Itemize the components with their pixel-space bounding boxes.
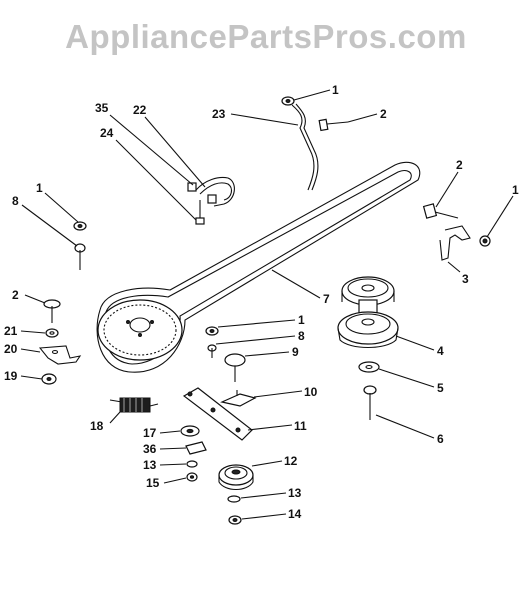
callout-13-upper[interactable]: 13 (143, 458, 157, 472)
washer-13-lower[interactable] (227, 495, 241, 503)
callout-1-right[interactable]: 1 (512, 183, 519, 197)
callout-3[interactable]: 3 (462, 272, 469, 286)
nut-left[interactable] (73, 221, 87, 231)
watermark: AppliancePartsPros.com (65, 18, 467, 55)
flat-idler-17[interactable] (180, 425, 200, 437)
drive-belt[interactable] (96, 161, 421, 373)
callout-35[interactable]: 35 (95, 101, 109, 115)
callout-11[interactable]: 11 (294, 419, 307, 433)
callout-14[interactable]: 14 (288, 507, 302, 521)
bolt-2-left[interactable] (43, 299, 61, 323)
callout-5[interactable]: 5 (437, 381, 444, 395)
bolt-8-left[interactable] (74, 243, 86, 270)
idler-bracket-3[interactable] (439, 225, 471, 261)
callout-2-top[interactable]: 2 (380, 107, 387, 121)
callout-19[interactable]: 19 (4, 369, 18, 383)
belt-guide-rod[interactable] (291, 103, 319, 191)
callout-36[interactable]: 36 (143, 442, 157, 456)
washer-5[interactable] (358, 361, 380, 373)
callout-23[interactable]: 23 (212, 107, 226, 121)
callout-2-left[interactable]: 2 (12, 288, 19, 302)
callout-10[interactable]: 10 (304, 385, 318, 399)
nut-center[interactable] (205, 326, 219, 336)
callout-22[interactable]: 22 (133, 103, 147, 117)
callout-9[interactable]: 9 (292, 345, 299, 359)
carriage-bolt-9[interactable] (224, 353, 246, 382)
leader-lines (20, 89, 514, 520)
washer-13-upper[interactable] (186, 460, 198, 468)
callout-6[interactable]: 6 (437, 432, 444, 446)
nut-14[interactable] (228, 515, 242, 525)
bracket-20[interactable] (38, 345, 82, 365)
callout-4[interactable]: 4 (437, 344, 444, 358)
nut-top[interactable] (281, 96, 295, 106)
bolt-8-center[interactable] (207, 344, 217, 358)
callout-labels: 1 2 23 35 22 24 1 8 2 1 3 7 2 21 20 19 1… (4, 83, 519, 521)
callout-8-center[interactable]: 8 (298, 329, 305, 343)
callout-18[interactable]: 18 (90, 419, 104, 433)
callout-17[interactable]: 17 (143, 426, 157, 440)
extension-spring-18[interactable] (109, 397, 159, 413)
bracket-10[interactable] (220, 390, 257, 407)
callout-20[interactable]: 20 (4, 342, 18, 356)
callout-2-right[interactable]: 2 (456, 158, 463, 172)
callout-21[interactable]: 21 (4, 324, 18, 338)
callout-13-lower[interactable]: 13 (288, 486, 302, 500)
callout-1-left[interactable]: 1 (36, 181, 43, 195)
callout-8-left[interactable]: 8 (12, 194, 19, 208)
engine-pulley[interactable] (97, 299, 183, 361)
callout-24[interactable]: 24 (100, 126, 114, 140)
belt-guide-bracket[interactable] (187, 176, 235, 207)
nut-right[interactable] (479, 235, 491, 247)
callout-12[interactable]: 12 (284, 454, 298, 468)
nut-15[interactable] (186, 472, 198, 482)
flat-idler-pulley-12[interactable] (218, 464, 254, 491)
double-pulley-4[interactable] (337, 276, 399, 348)
callout-7[interactable]: 7 (323, 292, 330, 306)
washer-21[interactable] (45, 328, 59, 338)
callout-15[interactable]: 15 (146, 476, 160, 490)
bolt-right[interactable] (422, 203, 459, 219)
bolt-top[interactable] (318, 118, 349, 132)
bolt-24[interactable] (195, 200, 205, 225)
spacer-36[interactable] (185, 441, 207, 455)
nut-19[interactable] (41, 373, 57, 385)
callout-1-center[interactable]: 1 (298, 313, 305, 327)
bolt-6[interactable] (363, 385, 377, 420)
callout-1-top[interactable]: 1 (332, 83, 339, 97)
